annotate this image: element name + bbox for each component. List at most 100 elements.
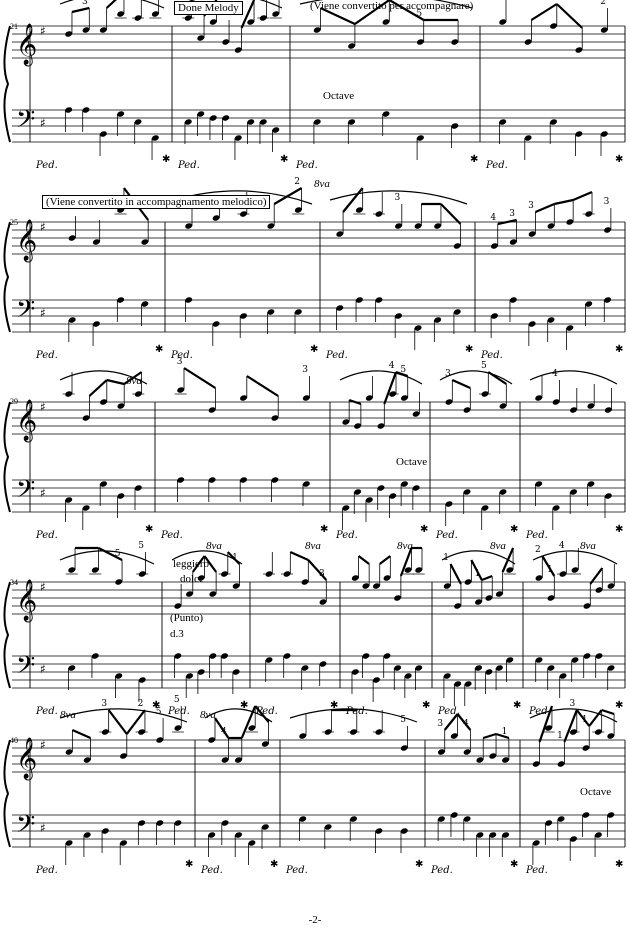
notehead <box>82 505 90 511</box>
fingering-number: 4 <box>559 541 565 551</box>
notehead <box>324 824 332 830</box>
fingering-number: 4 <box>463 719 469 729</box>
notehead <box>99 27 107 33</box>
pedal-mark: Ped. <box>525 865 548 876</box>
notehead <box>222 39 230 45</box>
beam <box>556 3 583 29</box>
pedal-release-icon: ✱ <box>465 344 473 355</box>
notehead <box>82 27 90 33</box>
notehead <box>490 243 498 249</box>
notehead <box>174 820 182 826</box>
fingering-number: 3 <box>445 369 451 379</box>
notehead <box>68 235 76 241</box>
fingering-number: 5 <box>156 707 162 717</box>
key-signature-sharp-icon: ♯ <box>40 400 46 414</box>
notehead <box>267 309 275 315</box>
beam <box>203 555 218 573</box>
slur <box>59 550 155 565</box>
notehead <box>138 820 146 826</box>
notehead <box>489 832 497 838</box>
pedal-mark: Ped. <box>35 160 58 171</box>
beam <box>289 550 309 562</box>
notehead <box>383 575 391 581</box>
done-melody-label: Done Melody <box>174 1 243 15</box>
notehead <box>570 407 577 413</box>
pedal-release-icon: ✱ <box>513 700 521 711</box>
pedal-release-icon: ✱ <box>310 344 318 355</box>
notehead <box>604 227 612 233</box>
notehead <box>65 840 73 846</box>
notehead <box>209 591 217 597</box>
brace <box>3 581 11 689</box>
notehead <box>355 207 363 213</box>
slur <box>339 370 423 385</box>
notehead <box>365 395 373 401</box>
notehead <box>235 757 242 763</box>
notehead <box>476 832 484 838</box>
fingering-number: 1 <box>475 569 481 579</box>
fingering-number: 2 <box>600 0 606 7</box>
notehead <box>552 399 560 405</box>
notehead <box>208 477 216 483</box>
pedal-mark: Ped. <box>345 706 368 717</box>
notehead <box>141 301 149 307</box>
notehead <box>99 131 107 137</box>
notehead <box>120 840 127 846</box>
notehead <box>372 677 380 683</box>
notehead <box>247 19 255 25</box>
fingering-number: 3 <box>604 197 610 207</box>
notehead <box>65 31 73 37</box>
key-signature-sharp-icon: ♯ <box>40 580 46 594</box>
fingering-number: 3 <box>509 209 515 219</box>
fingering-number: 2 <box>294 177 300 187</box>
notehead <box>559 673 567 679</box>
beam <box>535 202 555 214</box>
fingering-number: 5 <box>138 541 144 551</box>
notehead <box>547 595 555 601</box>
notehead <box>115 579 123 585</box>
notehead <box>400 481 408 487</box>
notehead <box>342 505 350 511</box>
slur <box>59 370 148 385</box>
notehead <box>583 653 591 659</box>
notehead <box>365 497 373 503</box>
beam <box>71 728 91 740</box>
beam <box>98 547 123 561</box>
fingering-number: 3 <box>82 0 88 7</box>
notehead <box>362 653 370 659</box>
notehead <box>100 399 107 405</box>
notehead <box>594 832 602 838</box>
notehead <box>117 403 125 409</box>
notehead <box>348 43 356 49</box>
notehead <box>319 661 327 667</box>
key-signature-sharp-icon: ♯ <box>40 306 46 320</box>
notehead <box>138 677 146 683</box>
notehead <box>184 119 192 125</box>
notehead <box>453 309 461 315</box>
notehead <box>197 35 205 41</box>
fingering-number: 5 <box>174 695 180 705</box>
notehead <box>499 19 507 25</box>
pedal-mark: Ped. <box>437 706 460 717</box>
fingering-number: 5 <box>481 361 487 371</box>
notehead <box>464 681 472 687</box>
beam <box>320 7 356 25</box>
pedal-release-icon: ✱ <box>145 524 153 535</box>
notehead <box>499 403 507 409</box>
notehead <box>248 840 256 846</box>
notehead <box>475 665 482 671</box>
notehead <box>437 749 445 755</box>
notehead <box>566 219 574 225</box>
notehead <box>65 107 73 113</box>
slur <box>289 708 418 723</box>
notehead <box>528 231 536 237</box>
treble-clef-icon: 𝄞 <box>16 23 37 66</box>
notehead <box>301 665 309 671</box>
beam <box>482 732 497 740</box>
notehead <box>377 423 385 429</box>
pedal-mark: Ped. <box>295 160 318 171</box>
treble-clef-icon: 𝄞 <box>16 399 37 442</box>
treble-clef-icon: 𝄞 <box>16 219 37 262</box>
ottava-marking: 8va <box>200 709 216 721</box>
